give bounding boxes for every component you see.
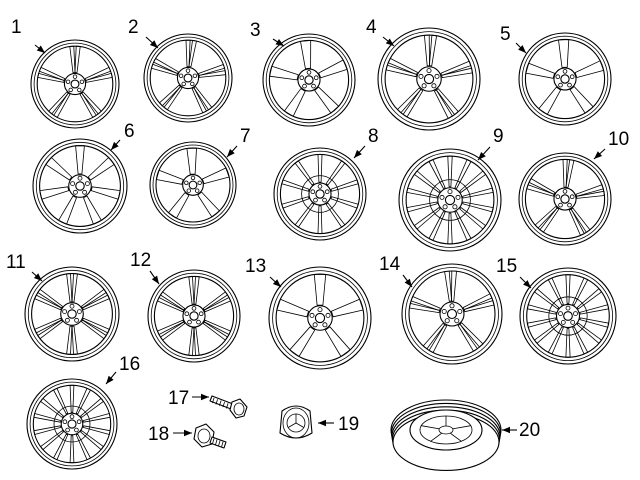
callout-13: 13 <box>245 256 266 277</box>
callout-14: 14 <box>379 254 401 275</box>
callout-18: 18 <box>148 424 169 445</box>
callout-7: 7 <box>240 126 251 147</box>
diagram-art <box>24 27 617 471</box>
callout-10: 10 <box>608 129 629 150</box>
callout-9: 9 <box>493 126 504 147</box>
callout-labels: 1 2 3 4 5 6 7 8 9 10 11 12 13 14 15 16 1… <box>6 17 629 445</box>
callout-2: 2 <box>128 17 139 38</box>
callout-12: 12 <box>130 250 151 271</box>
callout-19: 19 <box>338 414 359 435</box>
callout-6: 6 <box>124 121 135 142</box>
callout-15: 15 <box>496 256 517 277</box>
callout-5: 5 <box>500 24 511 45</box>
callout-4: 4 <box>366 17 377 38</box>
callout-20: 20 <box>519 420 540 441</box>
callout-17: 17 <box>168 388 189 409</box>
callout-8: 8 <box>368 126 379 147</box>
callout-3: 3 <box>250 20 261 41</box>
callout-1: 1 <box>11 17 22 38</box>
callout-16: 16 <box>119 354 140 375</box>
callout-11: 11 <box>6 252 26 273</box>
